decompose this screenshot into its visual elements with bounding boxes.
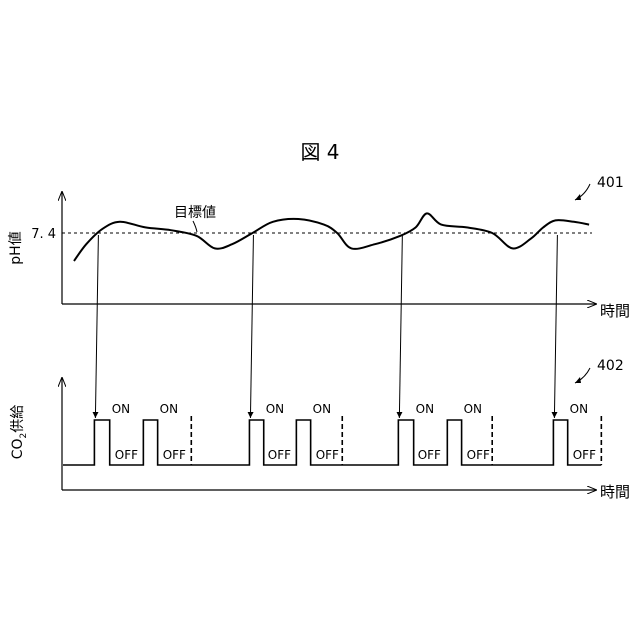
on-label-1-0: ON [266,402,284,416]
on-label-2-1: ON [464,402,482,416]
trigger-arrow-0 [95,235,98,418]
ref-pointer-402-head [575,377,581,383]
off-label-3-0: OFF [573,448,596,462]
ph-y-axis-label: pH値 [8,231,24,264]
co2-step-labels: ON ON OFF OFF ON ON OFF OFF ON ON OFF OFF ON OFF [112,402,596,462]
off-label-0-0: OFF [115,448,138,462]
co2-y-label-prefix: CO [10,438,26,459]
off-label-2-1: OFF [467,448,490,462]
target-label-leader [193,221,197,232]
co2-y-axis-label: CO2供給 [10,405,29,460]
on-label-2-0: ON [416,402,434,416]
trigger-arrows [95,235,557,418]
ref-pointer-401-head [575,194,581,200]
co2-x-axis-label: 時間 [600,483,630,501]
ph-series-line [74,213,589,261]
on-label-3-0: ON [570,402,588,416]
co2-y-label-suffix: 供給 [10,405,26,433]
trigger-arrow-2 [399,235,402,418]
co2-cutoff-markers [191,416,601,465]
figure-label: 図 4 [300,140,339,164]
svg-text:CO2供給: CO2供給 [10,405,29,460]
on-label-1-1: ON [313,402,331,416]
trigger-arrow-3 [554,235,557,418]
ref-label-401: 401 [597,175,624,191]
on-label-0-0: ON [112,402,130,416]
trigger-arrow-1 [250,235,253,418]
target-label: 目標値 [174,205,216,221]
off-label-1-1: OFF [316,448,339,462]
on-label-0-1: ON [160,402,178,416]
off-label-0-1: OFF [163,448,186,462]
ph-x-axis-label: 時間 [600,302,630,320]
co2-chart: 402 CO2供給 時間 ON ON OFF OFF ON ON OFF OFF ON ON OFF… [10,358,630,501]
ref-label-402: 402 [597,358,624,374]
target-tick-label: 7. 4 [31,227,56,242]
off-label-2-0: OFF [418,448,441,462]
off-label-1-0: OFF [268,448,291,462]
ph-chart: 401 pH値 時間 7. 4 目標値 [8,175,630,320]
